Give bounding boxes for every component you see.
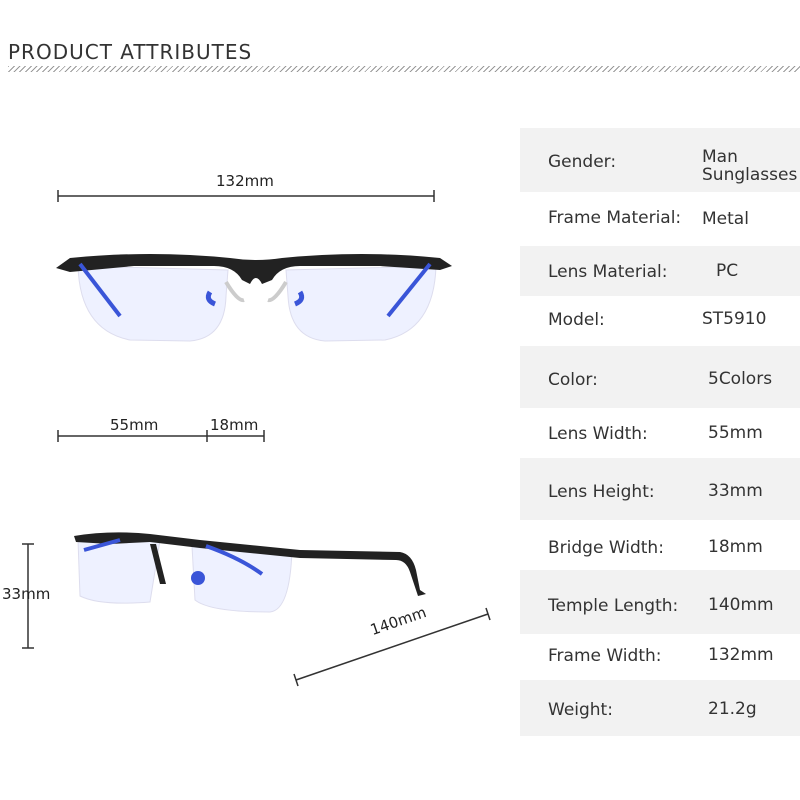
spec-label: Bridge Width: bbox=[548, 538, 664, 558]
spec-label: Color: bbox=[548, 370, 598, 390]
page-title: PRODUCT ATTRIBUTES bbox=[8, 40, 253, 64]
lens-height-label: 33mm bbox=[2, 585, 51, 603]
spec-row-lens-width: Lens Width: 55mm bbox=[520, 408, 800, 458]
spec-row-temple-length: Temple Length: 140mm bbox=[520, 570, 800, 634]
total-width-label: 132mm bbox=[216, 172, 274, 190]
spec-row-model: Model: ST5910 bbox=[520, 296, 800, 346]
spec-row-color: Color: 5Colors bbox=[520, 346, 800, 408]
spec-row-gender: Gender: Man Sunglasses bbox=[520, 128, 800, 192]
spec-label: Frame Material: bbox=[548, 208, 682, 228]
spec-value: 132mm bbox=[708, 645, 774, 665]
spec-row-frame-material: Frame Material: Metal bbox=[520, 192, 800, 246]
spec-row-weight: Weight: 21.2g bbox=[520, 680, 800, 736]
lens-height-dimension-line bbox=[22, 543, 34, 649]
spec-label: Model: bbox=[548, 310, 605, 330]
spec-row-lens-material: Lens Material: PC bbox=[520, 246, 800, 296]
title-divider bbox=[8, 66, 800, 72]
spec-label: Lens Material: bbox=[548, 262, 668, 282]
spec-value: 18mm bbox=[708, 537, 763, 557]
spec-label: Frame Width: bbox=[548, 646, 662, 666]
spec-label: Lens Height: bbox=[548, 482, 655, 502]
spec-label: Temple Length: bbox=[548, 596, 679, 616]
spec-value: ST5910 bbox=[702, 309, 767, 329]
spec-value: 140mm bbox=[708, 595, 774, 615]
lens-bridge-dimension-line bbox=[57, 430, 265, 442]
spec-value: 55mm bbox=[708, 423, 763, 443]
glasses-side-view bbox=[74, 532, 426, 613]
spec-value: Metal bbox=[702, 209, 749, 229]
spec-value: Man Sunglasses bbox=[702, 147, 798, 185]
temple-length-dimension-line bbox=[293, 607, 491, 687]
glasses-front-view bbox=[56, 254, 452, 342]
spec-value: 5Colors bbox=[708, 369, 773, 389]
spec-value: 33mm bbox=[708, 481, 763, 501]
spec-label: Weight: bbox=[548, 700, 613, 720]
bridge-width-label: 18mm bbox=[210, 416, 259, 434]
spec-value: PC bbox=[716, 261, 739, 281]
total-width-dimension-line bbox=[57, 190, 435, 202]
lens-width-label: 55mm bbox=[110, 416, 159, 434]
spec-value: 21.2g bbox=[708, 699, 757, 719]
spec-row-frame-width: Frame Width: 132mm bbox=[520, 634, 800, 680]
spec-label: Lens Width: bbox=[548, 424, 648, 444]
spec-label: Gender: bbox=[548, 152, 617, 172]
spec-row-bridge-width: Bridge Width: 18mm bbox=[520, 520, 800, 570]
spec-row-lens-height: Lens Height: 33mm bbox=[520, 458, 800, 520]
